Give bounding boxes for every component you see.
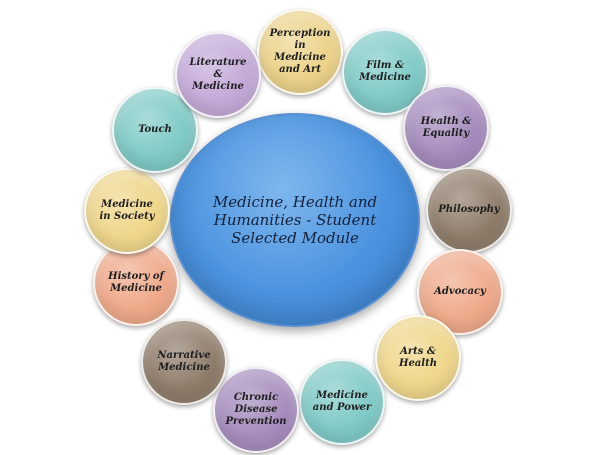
topic-label-advocacy: Advocacy: [434, 286, 486, 297]
topic-node-history: History of Medicine: [93, 240, 179, 326]
central-module-label: Medicine, Health and Humanities - Studen…: [212, 193, 378, 247]
topic-label-medicine-power: Medicine and Power: [312, 390, 372, 413]
topic-node-health-equality: Health & Equality: [403, 85, 489, 171]
topic-label-literature: Literature & Medicine: [189, 57, 247, 92]
topic-label-film: Film & Medicine: [359, 60, 411, 83]
topic-label-health-equality: Health & Equality: [420, 116, 472, 139]
topic-label-perception: Perception in Medicine and Art: [269, 28, 331, 75]
topic-node-medicine-power: Medicine and Power: [299, 359, 385, 445]
topic-label-narrative: Narrative Medicine: [157, 350, 211, 373]
topic-label-society: Medicine in Society: [99, 199, 155, 222]
topic-label-history: History of Medicine: [108, 271, 164, 294]
central-module-circle: Medicine, Health and Humanities - Studen…: [170, 113, 420, 327]
topic-node-literature: Literature & Medicine: [175, 32, 261, 118]
topic-node-chronic: Chronic Disease Prevention: [213, 367, 299, 453]
topic-node-perception: Perception in Medicine and Art: [257, 9, 343, 95]
topic-label-philosophy: Philosophy: [438, 204, 500, 215]
topic-node-advocacy: Advocacy: [417, 249, 503, 335]
topic-label-touch: Touch: [138, 124, 172, 135]
topic-node-film: Film & Medicine: [342, 29, 428, 115]
topic-node-narrative: Narrative Medicine: [141, 319, 227, 405]
topic-label-arts-health: Arts & Health: [399, 346, 437, 369]
topic-node-arts-health: Arts & Health: [375, 315, 461, 401]
topic-label-chronic: Chronic Disease Prevention: [225, 392, 287, 427]
topic-node-society: Medicine in Society: [84, 168, 170, 254]
topic-node-philosophy: Philosophy: [426, 167, 512, 253]
